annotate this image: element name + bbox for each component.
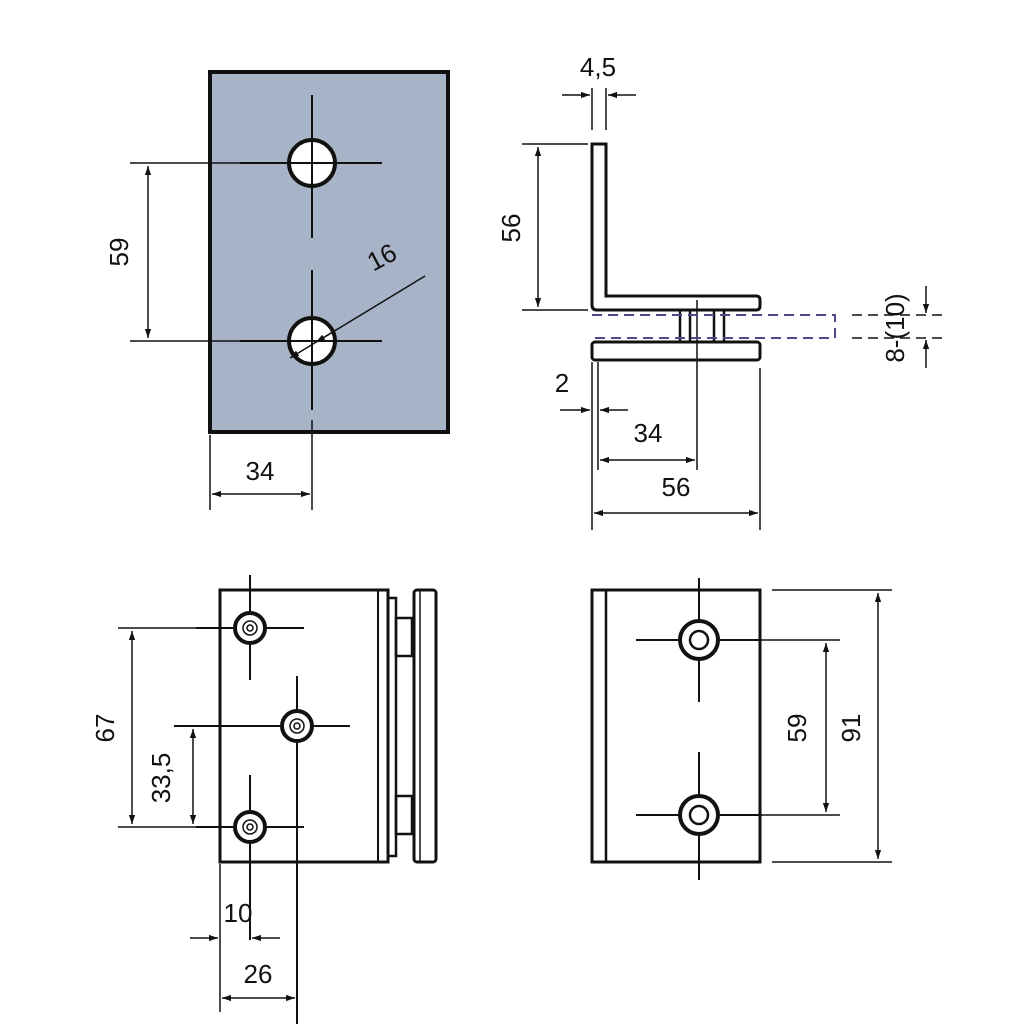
dim-16-leader-inner — [315, 331, 334, 343]
side-gap-label: 2 — [555, 368, 569, 398]
dim-16-leader — [289, 275, 426, 359]
side-bracket-profile — [590, 142, 762, 312]
bl-hole-2 — [280, 709, 314, 743]
bl-flange-inner — [386, 596, 398, 858]
bl-clamp-plate — [412, 588, 438, 864]
front-hole-offset-label: 34 — [246, 456, 275, 486]
bottom-left-edge-offset-a-label: 10 — [224, 898, 253, 928]
bottom-right-hole-spacing-label: 59 — [782, 714, 812, 743]
side-spacer-right — [712, 308, 726, 344]
side-view — [522, 88, 944, 530]
bl-spacer-top — [394, 616, 414, 658]
br-hole-1 — [678, 619, 720, 661]
bl-spacer-bottom — [394, 794, 414, 836]
side-hole-offset-label: 34 — [634, 418, 663, 448]
side-vertical-height-label: 56 — [496, 214, 526, 243]
bottom-left-center-offset-label: 33,5 — [146, 753, 176, 804]
bottom-right-height-label: 91 — [836, 714, 866, 743]
br-hole-2 — [678, 794, 720, 836]
bl-hole-1 — [233, 611, 267, 645]
br-plate — [590, 588, 762, 864]
side-depth-label: 56 — [662, 472, 691, 502]
bottom-right-view — [590, 578, 892, 880]
side-glass-thickness-label: 8-(10) — [880, 293, 910, 362]
side-plate-thickness-label: 4,5 — [580, 52, 616, 82]
side-spacer-left — [678, 308, 692, 344]
bottom-left-view — [118, 575, 438, 1024]
front-view — [130, 70, 450, 510]
side-clamp-plate — [590, 340, 762, 362]
bottom-left-hole-spacing-label: 67 — [90, 714, 120, 743]
bottom-left-edge-offset-b-label: 26 — [244, 959, 273, 989]
side-glass-hidden — [592, 314, 836, 339]
bl-hole-3 — [233, 810, 267, 844]
front-hole-spacing-label: 59 — [104, 238, 134, 267]
front-plate — [208, 70, 450, 434]
